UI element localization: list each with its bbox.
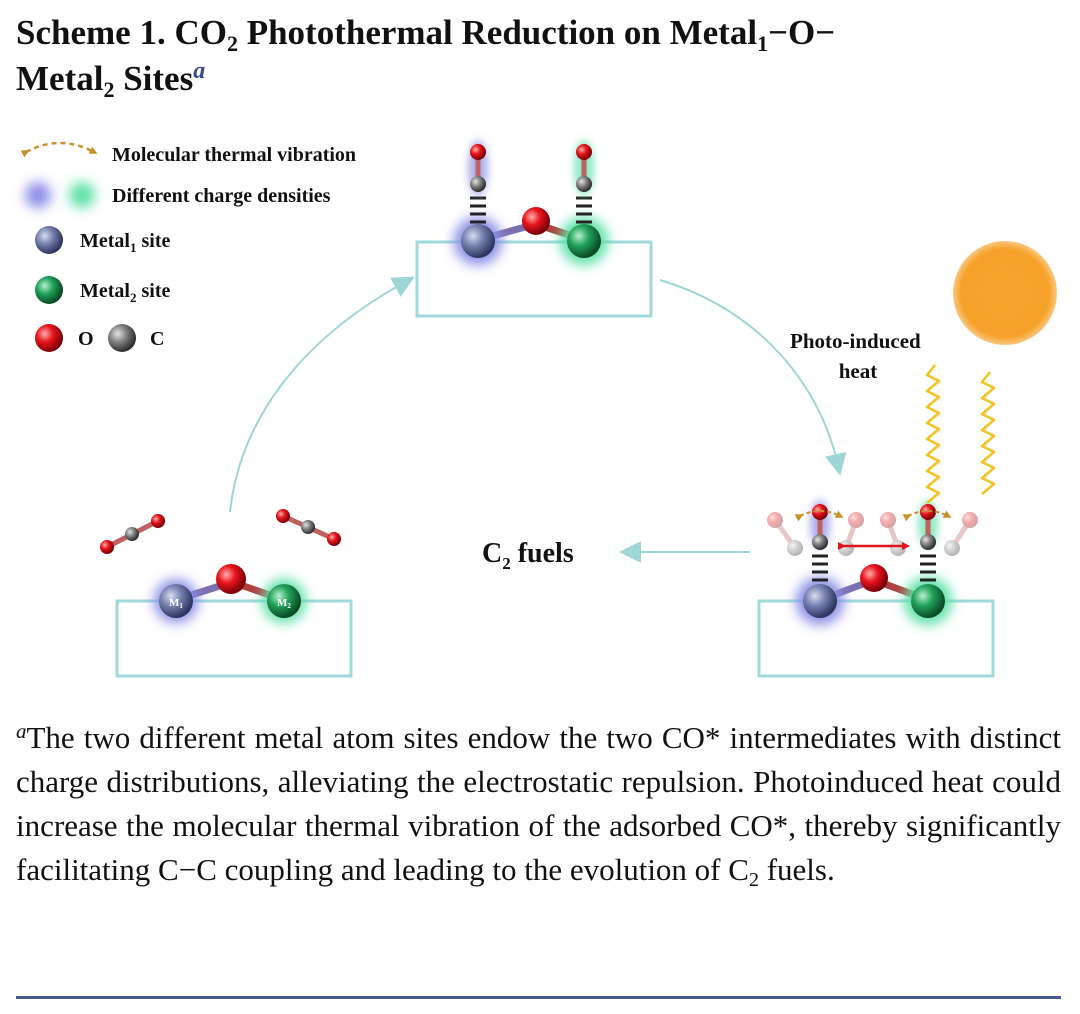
bridge-oxygen-atom	[216, 564, 246, 594]
cycle-arrow-right	[659, 279, 847, 476]
cycle-arrow-left	[229, 276, 415, 513]
metal1-atom-label: M1	[169, 597, 183, 610]
charge-density-blue-icon	[25, 182, 51, 208]
vibration-arrow-right-icon	[902, 510, 952, 522]
title-footnote-mark: a	[193, 58, 206, 84]
metal1-atom	[461, 224, 495, 258]
carbon-atom-icon	[108, 324, 136, 352]
metal1-atom	[803, 584, 837, 618]
reaction-scheme-diagram: Molecular thermal vibration Different ch…	[20, 140, 1057, 678]
title-text: Photothermal Reduction on Metal	[246, 13, 758, 52]
metal2-atom	[911, 584, 945, 618]
heat-wave-icon	[980, 371, 996, 495]
sun-icon	[953, 241, 1057, 345]
surface-slab	[757, 599, 995, 678]
co-carbon-left	[470, 176, 486, 192]
metal2-atom-icon	[35, 276, 63, 304]
legend-metal2-label: Metal2 site	[80, 280, 170, 305]
co-carbon-left	[812, 534, 828, 550]
legend-carbon-label: C	[150, 328, 164, 350]
adsorption-bond-right	[576, 196, 592, 224]
co2-molecule-left	[100, 514, 165, 554]
charge-density-green-icon	[69, 182, 95, 208]
caption-footnote-mark: a	[16, 719, 27, 743]
c2-fuels-label: C2 fuels	[482, 538, 574, 573]
caption-text: The two different metal atom sites endow…	[16, 720, 1061, 887]
title-metal: Metal	[16, 59, 104, 98]
legend-charge-label: Different charge densities	[112, 185, 331, 207]
co-carbon-right	[920, 534, 936, 550]
co-oxygen-left	[470, 144, 486, 160]
bridge-oxygen-atom	[860, 564, 888, 592]
photo-induced-heat-label: Photo-induced heat	[790, 329, 926, 383]
scheme-label: Scheme 1.	[16, 13, 166, 52]
legend: Molecular thermal vibration Different ch…	[20, 141, 356, 352]
legend-oxygen-label: O	[78, 328, 94, 350]
footer-rule	[16, 996, 1061, 999]
oxygen-atom-icon	[35, 324, 63, 352]
legend-metal1-label: Metal1 site	[80, 230, 170, 255]
scheme-title: Scheme 1. CO2 Photothermal Reduction on …	[16, 10, 1066, 102]
metal2-atom	[567, 224, 601, 258]
co-oxygen-right	[576, 144, 592, 160]
vibration-arrow-icon	[20, 141, 98, 158]
caption-text-end: fuels.	[758, 852, 835, 887]
co-carbon-right	[576, 176, 592, 192]
metal2-atom	[267, 584, 301, 618]
title-sites: Sites	[123, 59, 194, 98]
metal1-atom-icon	[35, 226, 63, 254]
title-co2-subscript: 2	[226, 31, 238, 56]
bridge-oxygen-atom	[522, 207, 550, 235]
scheme-caption: aThe two different metal atom sites endo…	[16, 716, 1061, 892]
title-co: CO	[174, 13, 227, 52]
state-co-adsorbed	[415, 140, 653, 318]
legend-vibration-label: Molecular thermal vibration	[112, 144, 356, 166]
surface-slab	[115, 599, 353, 678]
metal2-atom-label: M2	[277, 597, 291, 610]
title-bridge: −O−	[768, 13, 836, 52]
state-co2-approach: M1 M2	[100, 509, 353, 678]
title-metal1-subscript: 1	[757, 31, 769, 56]
state-co-vibration	[757, 500, 995, 678]
metal1-atom	[159, 584, 193, 618]
title-metal2-subscript: 2	[103, 77, 115, 102]
surface-slab	[415, 240, 653, 318]
vibration-ghost-atoms	[767, 512, 978, 556]
adsorption-bond-left	[470, 196, 486, 224]
vibration-arrow-left-icon	[794, 510, 844, 522]
co2-molecule-right	[276, 509, 341, 546]
caption-subscript: 2	[748, 869, 759, 891]
heat-wave-icon	[925, 364, 941, 504]
